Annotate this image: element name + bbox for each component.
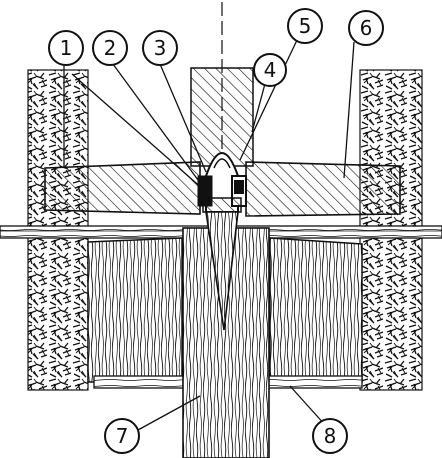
svg-text:8: 8 bbox=[324, 424, 337, 448]
vertical-post bbox=[182, 211, 270, 458]
callout-1: 1 bbox=[48, 30, 84, 66]
callout-3: 3 bbox=[142, 30, 178, 66]
svg-text:7: 7 bbox=[116, 424, 129, 448]
svg-text:2: 2 bbox=[104, 36, 117, 60]
leader-lines bbox=[63, 37, 355, 431]
lower-wood-block-left bbox=[87, 237, 183, 383]
lower-wood-block-right bbox=[269, 237, 363, 383]
svg-text:3: 3 bbox=[154, 36, 167, 60]
bearing-assembly bbox=[197, 152, 247, 213]
svg-text:5: 5 bbox=[299, 14, 312, 38]
callout-6: 6 bbox=[348, 10, 384, 46]
callout-2: 2 bbox=[92, 30, 128, 66]
callout-4: 4 bbox=[253, 53, 287, 87]
callout-8: 8 bbox=[312, 418, 348, 454]
upper-millstone bbox=[44, 161, 401, 217]
svg-text:1: 1 bbox=[60, 36, 73, 60]
callout-5: 5 bbox=[287, 8, 323, 44]
callout-7: 7 bbox=[104, 418, 140, 454]
svg-text:4: 4 bbox=[264, 58, 277, 82]
svg-text:6: 6 bbox=[360, 16, 373, 40]
